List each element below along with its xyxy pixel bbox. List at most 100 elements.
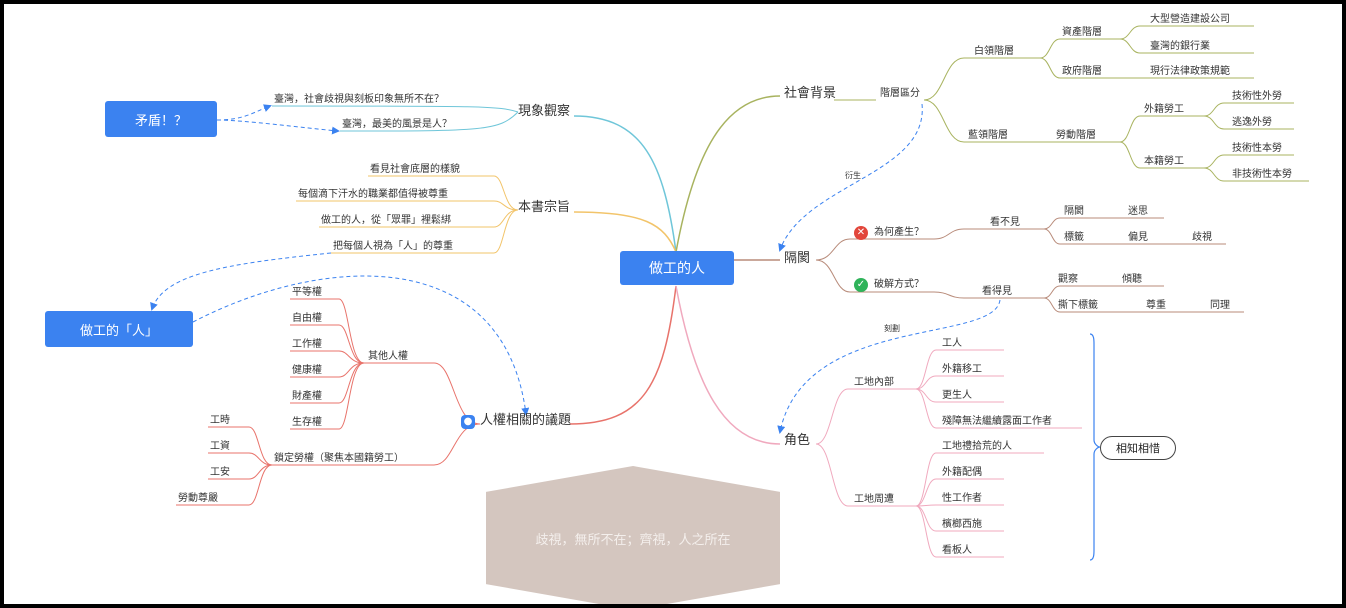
item-edge xyxy=(290,362,365,378)
leaf[interactable]: 更生人 xyxy=(942,390,972,401)
leaf[interactable]: 技術性本勞 xyxy=(1232,143,1282,154)
purpose-item[interactable]: 做工的人，從「眾罪」裡鬆綁 xyxy=(321,215,451,226)
right-item[interactable]: 平等權 xyxy=(292,287,322,298)
leaf[interactable]: 傾聽 xyxy=(1122,274,1142,285)
leaf[interactable]: 同理 xyxy=(1210,300,1230,311)
leaf[interactable]: 看板人 xyxy=(942,545,972,556)
white-collar-node[interactable]: 白領階層 xyxy=(974,46,1014,57)
leaf[interactable]: 偏見 xyxy=(1128,232,1148,243)
leaf[interactable]: 工人 xyxy=(942,338,962,349)
item-edge xyxy=(915,452,1044,507)
leaf[interactable]: 檳榔西施 xyxy=(942,519,982,530)
leaf[interactable]: 性工作者 xyxy=(942,493,982,504)
labor-item[interactable]: 工時 xyxy=(210,415,230,426)
item-edge xyxy=(1119,38,1254,54)
leaf[interactable]: 現行法律政策規範 xyxy=(1150,66,1230,77)
blue-collar-node[interactable]: 藍領階層 xyxy=(968,130,1008,141)
site-around-node[interactable]: 工地周遭 xyxy=(854,494,894,505)
contradiction-box[interactable]: 矛盾！？ xyxy=(105,101,217,137)
item-edge xyxy=(915,388,1082,429)
item-edge xyxy=(915,375,1004,390)
leaf[interactable]: 非技術性本勞 xyxy=(1232,169,1292,180)
gov-node[interactable]: 政府階層 xyxy=(1062,66,1102,77)
leaf[interactable]: 大型營造建設公司 xyxy=(1150,14,1230,25)
labor-item[interactable]: 工安 xyxy=(210,467,230,478)
item-edge xyxy=(815,259,934,293)
roles-node[interactable]: 角色 xyxy=(784,433,811,448)
item-edge xyxy=(271,105,519,113)
visible-node[interactable]: 看得見 xyxy=(982,286,1012,297)
rights-node[interactable]: 人權相關的議題 xyxy=(480,413,572,428)
item-edge xyxy=(923,57,1040,101)
other-rights-node[interactable]: 其他人權 xyxy=(368,351,408,362)
brace-edge xyxy=(1089,333,1101,561)
item-edge xyxy=(208,426,273,466)
relation-edge xyxy=(778,103,923,252)
item-edge xyxy=(368,175,519,211)
leaf[interactable]: 工地禮拾荒的人 xyxy=(942,441,1012,452)
purpose-node[interactable]: 本書宗旨 xyxy=(518,200,571,215)
purpose-item[interactable]: 看見社會底層的樣貌 xyxy=(370,164,460,175)
leaf[interactable]: 臺灣的銀行業 xyxy=(1150,41,1210,52)
invisible-node[interactable]: 看不見 xyxy=(990,217,1020,228)
summary-pill[interactable]: 相知相惜 xyxy=(1100,436,1176,460)
item-edge xyxy=(1119,141,1204,169)
item-edge xyxy=(1203,167,1309,182)
item-edge xyxy=(1203,102,1294,117)
item-edge xyxy=(208,452,273,466)
item-edge xyxy=(1043,285,1164,299)
phenomenon-node[interactable]: 現象觀察 xyxy=(518,104,571,119)
item-edge xyxy=(1203,154,1294,169)
leaf[interactable]: 外籍移工 xyxy=(942,364,982,375)
why-node[interactable]: 為何產生？ xyxy=(874,227,924,238)
center-node[interactable]: 做工的人 xyxy=(620,251,734,285)
item-edge xyxy=(290,324,365,364)
item-edge xyxy=(915,504,1004,507)
item-edge xyxy=(1043,297,1244,313)
relation-edge xyxy=(777,299,1001,434)
leaf[interactable]: 標籤 xyxy=(1064,232,1084,243)
leaf[interactable]: 迷思 xyxy=(1128,206,1148,217)
class-node[interactable]: 階層區分 xyxy=(880,88,920,99)
leaf[interactable]: 隔閡 xyxy=(1064,206,1084,217)
item-edge xyxy=(1203,115,1294,130)
background-node[interactable]: 社會背景 xyxy=(784,86,837,101)
right-item[interactable]: 財產權 xyxy=(292,391,322,402)
item-edge xyxy=(815,388,916,445)
leaf[interactable]: 歧視 xyxy=(1192,232,1212,243)
leaf[interactable]: 殘障無法繼續露面工作者 xyxy=(942,416,1052,427)
local-worker-node[interactable]: 本籍勞工 xyxy=(1144,156,1184,167)
item-edge xyxy=(1039,57,1120,79)
solve-node[interactable]: 破解方式？ xyxy=(874,279,924,290)
relation-edge xyxy=(150,252,332,311)
labor-class-node[interactable]: 勞動階層 xyxy=(1056,130,1096,141)
labor-item[interactable]: 工資 xyxy=(210,441,230,452)
right-item[interactable]: 生存權 xyxy=(292,417,322,428)
item-edge xyxy=(290,298,365,364)
leaf[interactable]: 觀察 xyxy=(1058,274,1078,285)
item-edge xyxy=(331,209,519,254)
labor-item[interactable]: 勞動尊嚴 xyxy=(178,493,218,504)
right-item[interactable]: 工作權 xyxy=(292,339,322,350)
barrier-node[interactable]: 隔閡 xyxy=(784,251,811,266)
foreign-worker-node[interactable]: 外籍勞工 xyxy=(1144,104,1184,115)
capital-node[interactable]: 資產階層 xyxy=(1062,27,1102,38)
leaf[interactable]: 尊重 xyxy=(1146,300,1166,311)
purpose-item[interactable]: 每個滴下汗水的職業都值得被尊重 xyxy=(298,189,448,200)
people-box[interactable]: 做工的「人」 xyxy=(45,311,193,347)
labor-rights-node[interactable]: 鎖定勞權（聚焦本國籍勞工） xyxy=(274,453,404,464)
purpose-item[interactable]: 把每個人視為「人」的尊重 xyxy=(333,241,453,252)
leaf[interactable]: 外籍配偶 xyxy=(942,467,982,478)
branch-edge xyxy=(573,115,677,253)
phenomenon-item[interactable]: 臺灣，社會歧視與刻板印象無所不在？ xyxy=(274,94,444,105)
site-inside-node[interactable]: 工地內部 xyxy=(854,377,894,388)
leaf[interactable]: 撕下標籤 xyxy=(1058,300,1098,311)
right-item[interactable]: 健康權 xyxy=(292,365,322,376)
right-item[interactable]: 自由權 xyxy=(292,313,322,324)
item-edge xyxy=(208,464,273,480)
leaf[interactable]: 技術性外勞 xyxy=(1232,91,1282,102)
phenomenon-item[interactable]: 臺灣，最美的風景是人？ xyxy=(342,119,452,130)
branch-edge xyxy=(675,95,781,253)
leaf[interactable]: 逃逸外勞 xyxy=(1232,117,1272,128)
